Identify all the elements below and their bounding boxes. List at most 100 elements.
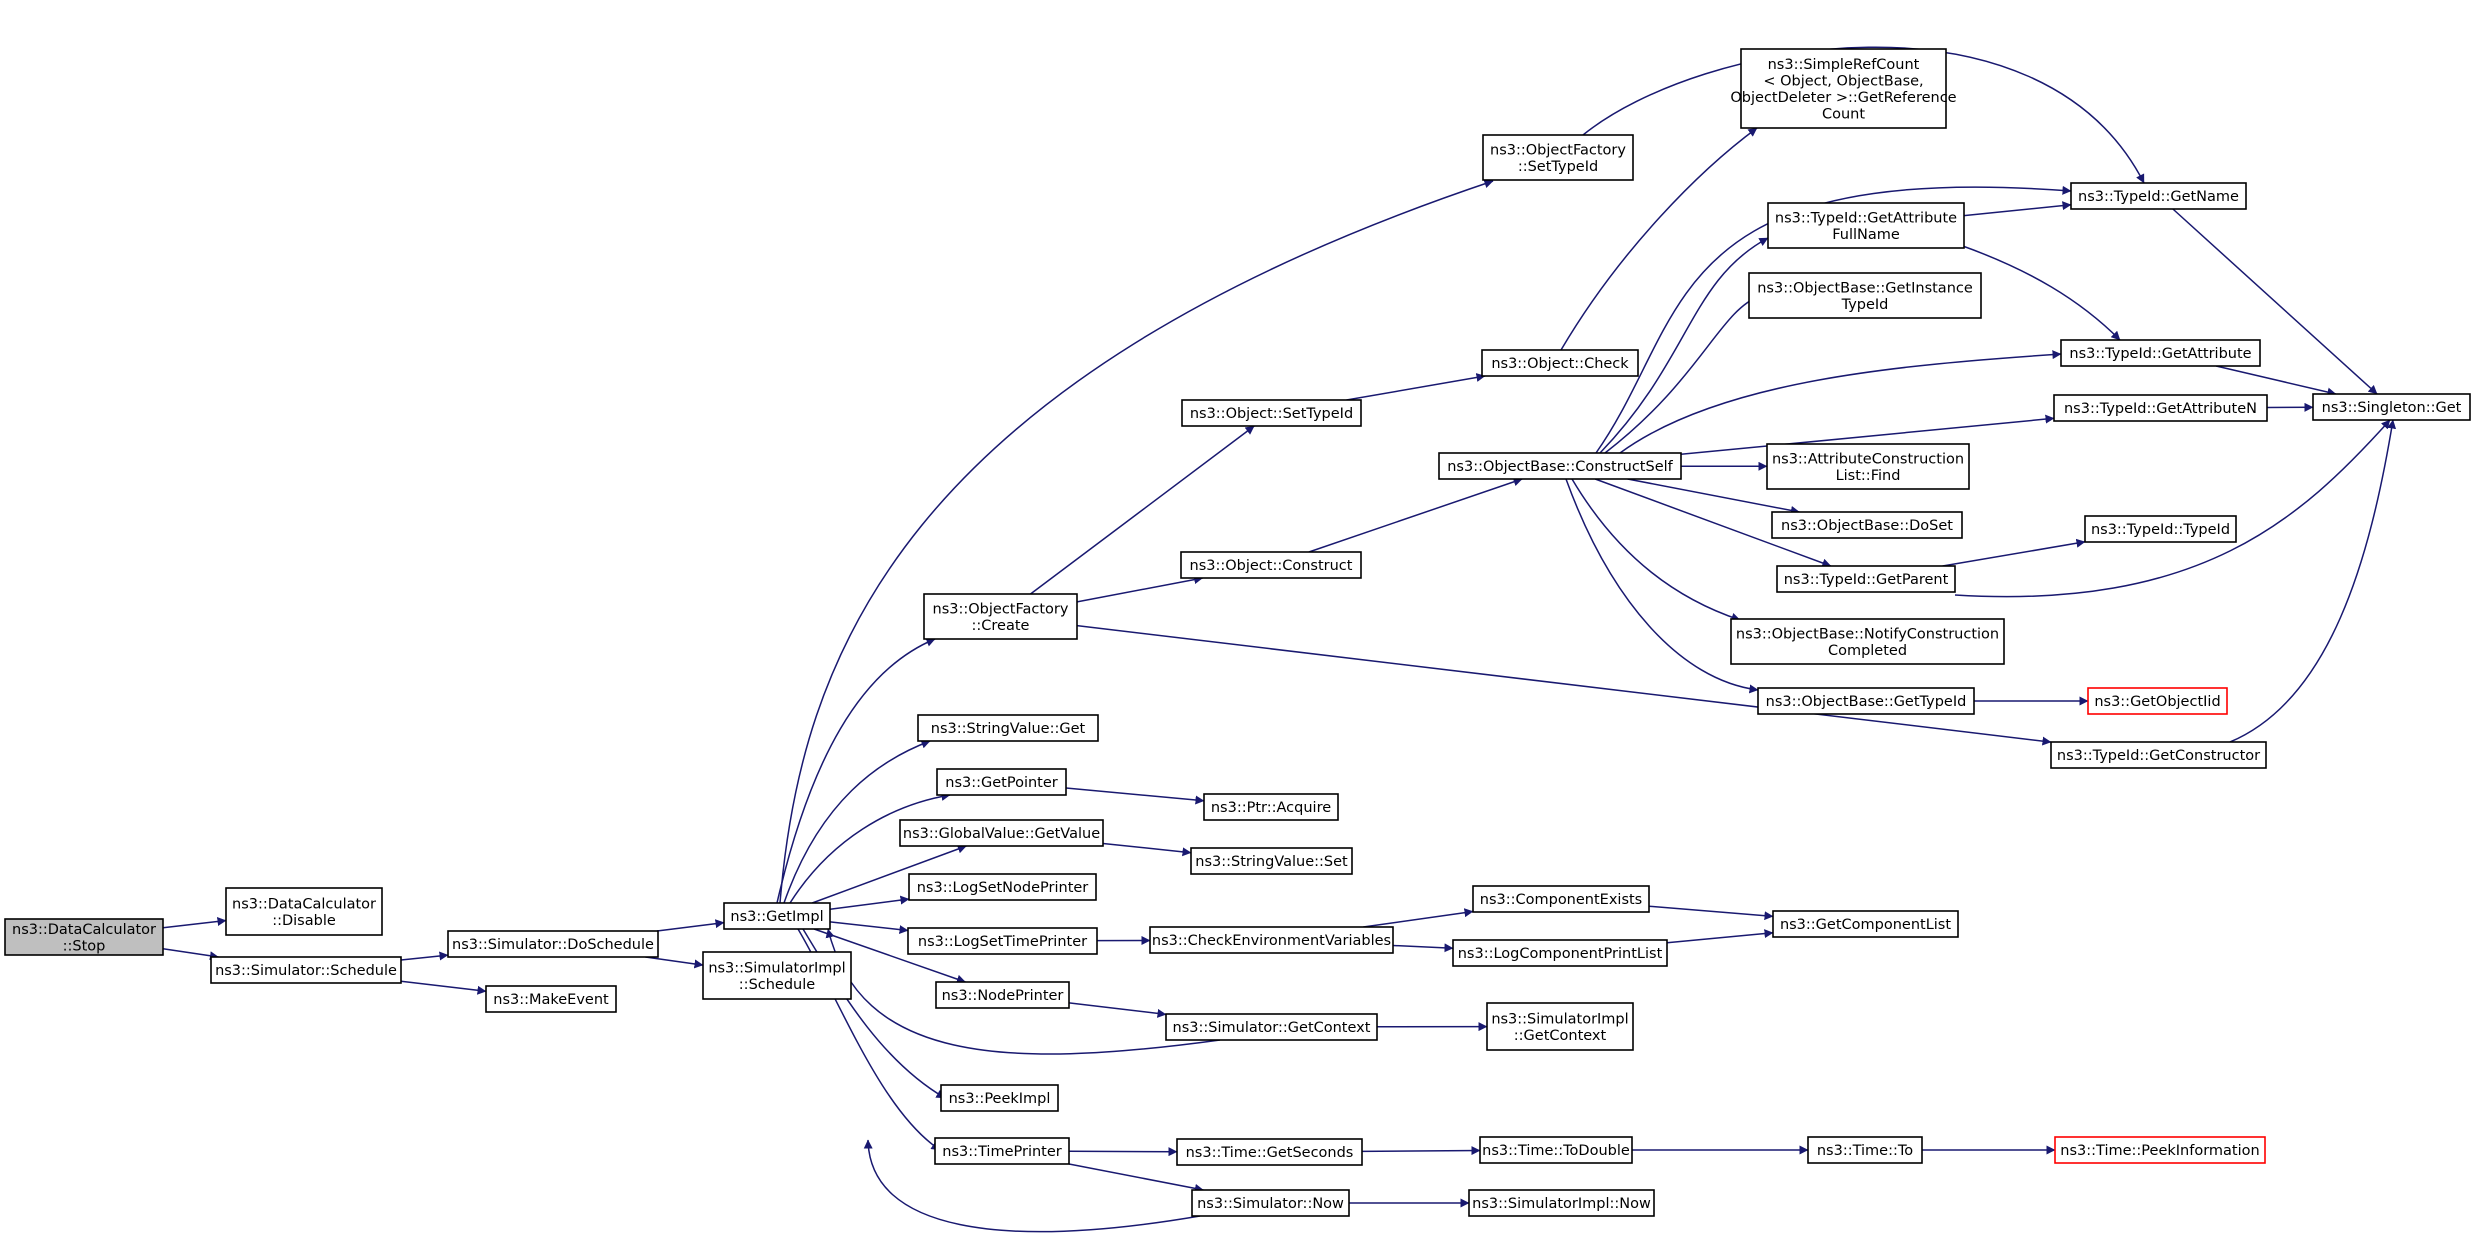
function-node-simimplgetcontext[interactable]: ns3::SimulatorImpl::GetContext xyxy=(1486,1002,1634,1051)
function-node-timegetseconds[interactable]: ns3::Time::GetSeconds xyxy=(1176,1138,1363,1166)
function-node-getpointer[interactable]: ns3::GetPointer xyxy=(936,768,1067,796)
node-label-line: ns3::Time::GetSeconds xyxy=(1186,1145,1354,1161)
function-node-componentexists[interactable]: ns3::ComponentExists xyxy=(1472,885,1650,913)
function-node-typeidgetattribute[interactable]: ns3::TypeId::GetAttribute xyxy=(2060,339,2261,367)
node-label-line: ns3::Simulator::GetContext xyxy=(1173,1020,1371,1036)
node-box xyxy=(1776,565,1956,593)
function-node-singletonget[interactable]: ns3::Singleton::Get xyxy=(2312,393,2471,421)
function-node-logcompprint[interactable]: ns3::LogComponentPrintList xyxy=(1452,939,1668,967)
call-edge-getimpl-to-getpointer xyxy=(789,791,951,904)
edge-arrow xyxy=(1942,538,2086,567)
edge-arrow xyxy=(829,921,909,935)
function-node-stringget[interactable]: ns3::StringValue::Get xyxy=(917,714,1099,742)
node-box xyxy=(934,1137,1070,1165)
node-label-line: ns3::SimulatorImpl::Now xyxy=(1472,1196,1651,1212)
node-label-line: ::Disable xyxy=(272,913,336,929)
node-box xyxy=(917,714,1099,742)
function-node-typeidgetname[interactable]: ns3::TypeId::GetName xyxy=(2070,182,2247,210)
node-label-line: ns3::StringValue::Set xyxy=(1195,854,1348,870)
function-node-disable[interactable]: ns3::DataCalculator::Disable xyxy=(225,887,383,936)
function-node-globalget[interactable]: ns3::GlobalValue::GetValue xyxy=(899,819,1104,847)
function-node-getcomponentlist[interactable]: ns3::GetComponentList xyxy=(1772,910,1959,938)
edge-arrow xyxy=(1065,787,1205,805)
function-node-simimplschedule[interactable]: ns3::SimulatorImpl::Schedule xyxy=(702,951,852,1000)
call-edge-constructself-to-objbasedoset xyxy=(1627,478,1800,515)
function-node-objsettypeid[interactable]: ns3::Object::SetTypeId xyxy=(1181,399,1362,427)
function-node-timeprinter[interactable]: ns3::TimePrinter xyxy=(934,1137,1070,1165)
node-box xyxy=(210,956,402,984)
function-node-timetodouble[interactable]: ns3::Time::ToDouble xyxy=(1479,1136,1633,1164)
node-label-line: ns3::LogSetTimePrinter xyxy=(918,934,1087,950)
function-node-objconstruct[interactable]: ns3::Object::Construct xyxy=(1180,551,1362,579)
function-node-constructself[interactable]: ns3::ObjectBase::ConstructSelf xyxy=(1438,452,1682,480)
call-edge-getimpl-to-stringget xyxy=(783,739,931,904)
node-box xyxy=(723,902,831,930)
edge-arrow xyxy=(813,928,966,984)
node-label-line: ns3::Object::Construct xyxy=(1190,558,1353,574)
node-box xyxy=(1766,443,1970,490)
call-edge-doschedule-to-simimplschedule xyxy=(645,956,704,969)
function-node-typeidtypeid[interactable]: ns3::TypeId::TypeId xyxy=(2084,515,2237,543)
function-node-nodeprinter[interactable]: ns3::NodePrinter xyxy=(935,981,1070,1009)
function-node-makeevent[interactable]: ns3::MakeEvent xyxy=(485,985,617,1013)
function-node-simplerefcount[interactable]: ns3::SimpleRefCount< Object, ObjectBase,… xyxy=(1730,48,1957,129)
node-label-line: ns3::SimulatorImpl xyxy=(1491,1011,1628,1027)
function-node-simimplnow[interactable]: ns3::SimulatorImpl::Now xyxy=(1468,1189,1655,1217)
call-edge-getimpl-to-logsettime xyxy=(829,921,909,935)
call-edge-objconstruct-to-constructself xyxy=(1308,477,1523,553)
function-node-checkenv[interactable]: ns3::CheckEnvironmentVariables xyxy=(1149,926,1394,954)
node-box xyxy=(899,819,1104,847)
node-box xyxy=(935,981,1070,1009)
function-node-objcheck[interactable]: ns3::Object::Check xyxy=(1481,349,1639,377)
node-box xyxy=(2087,687,2228,715)
call-edge-checkenv-to-logcompprint xyxy=(1392,943,1454,953)
node-label-line: < Object, ObjectBase, xyxy=(1763,73,1923,89)
function-node-logsetnode[interactable]: ns3::LogSetNodePrinter xyxy=(908,873,1097,901)
node-box xyxy=(936,768,1067,796)
call-edge-schedule-to-doschedule xyxy=(400,951,449,961)
function-node-timepeekinfo[interactable]: ns3::Time::PeekInformation xyxy=(2054,1136,2266,1164)
call-edge-getattrfullname-to-typeidgetattribute xyxy=(1959,244,2121,341)
call-edge-stop-to-disable xyxy=(162,917,227,929)
call-edge-constructself-to-objbasegettypeid xyxy=(1565,478,1759,694)
function-node-timeto[interactable]: ns3::Time::To xyxy=(1807,1136,1923,1164)
function-node-objbasedoset[interactable]: ns3::ObjectBase::DoSet xyxy=(1771,511,1963,539)
function-node-typeidgetattributen[interactable]: ns3::TypeId::GetAttributeN xyxy=(2053,394,2268,422)
function-node-stringset[interactable]: ns3::StringValue::Set xyxy=(1190,847,1353,875)
function-node-ptracquire[interactable]: ns3::Ptr::Acquire xyxy=(1203,793,1339,821)
edge-arrow xyxy=(1680,414,2055,456)
function-node-simgetcontext[interactable]: ns3::Simulator::GetContext xyxy=(1165,1013,1378,1041)
node-label-line: ns3::LogComponentPrintList xyxy=(1458,946,1663,962)
edge-arrow xyxy=(829,895,910,910)
node-label-line: ::SetTypeId xyxy=(1518,159,1598,175)
function-node-schedule[interactable]: ns3::Simulator::Schedule xyxy=(210,956,402,984)
node-label-line: ns3::CheckEnvironmentVariables xyxy=(1152,933,1391,949)
node-box xyxy=(1481,349,1639,377)
function-node-typeidgetconstructor[interactable]: ns3::TypeId::GetConstructor xyxy=(2050,741,2267,769)
function-node-getimpl[interactable]: ns3::GetImpl xyxy=(723,902,831,930)
node-box xyxy=(1180,551,1362,579)
function-node-simnow[interactable]: ns3::Simulator::Now xyxy=(1191,1189,1350,1217)
node-box xyxy=(923,593,1078,640)
function-node-stop[interactable]: ns3::DataCalculator::Stop xyxy=(4,918,164,956)
function-node-doschedule[interactable]: ns3::Simulator::DoSchedule xyxy=(447,930,659,958)
edge-arrow xyxy=(789,791,951,904)
function-node-typeidgetparent[interactable]: ns3::TypeId::GetParent xyxy=(1776,565,1956,593)
node-box xyxy=(1181,399,1362,427)
node-label-line: ns3::AttributeConstruction xyxy=(1772,451,1964,467)
function-node-ofsettypeid[interactable]: ns3::ObjectFactory::SetTypeId xyxy=(1482,134,1634,181)
function-node-notifyconstruction[interactable]: ns3::ObjectBase::NotifyConstructionCompl… xyxy=(1730,618,2005,665)
function-node-logsettime[interactable]: ns3::LogSetTimePrinter xyxy=(907,927,1098,955)
function-node-peekimpl[interactable]: ns3::PeekImpl xyxy=(940,1084,1059,1112)
node-box xyxy=(1772,910,1959,938)
node-label-line: ns3::GetImpl xyxy=(730,909,823,925)
function-node-getobjectiid[interactable]: ns3::GetObjectIid xyxy=(2087,687,2228,715)
edge-arrow xyxy=(2229,419,2397,743)
call-edge-nodeprinter-to-simgetcontext xyxy=(1068,1002,1167,1018)
function-node-ofcreate[interactable]: ns3::ObjectFactory::Create xyxy=(923,593,1078,640)
node-box xyxy=(1748,272,1982,319)
function-node-objbasegettypeid[interactable]: ns3::ObjectBase::GetTypeId xyxy=(1757,687,1975,715)
